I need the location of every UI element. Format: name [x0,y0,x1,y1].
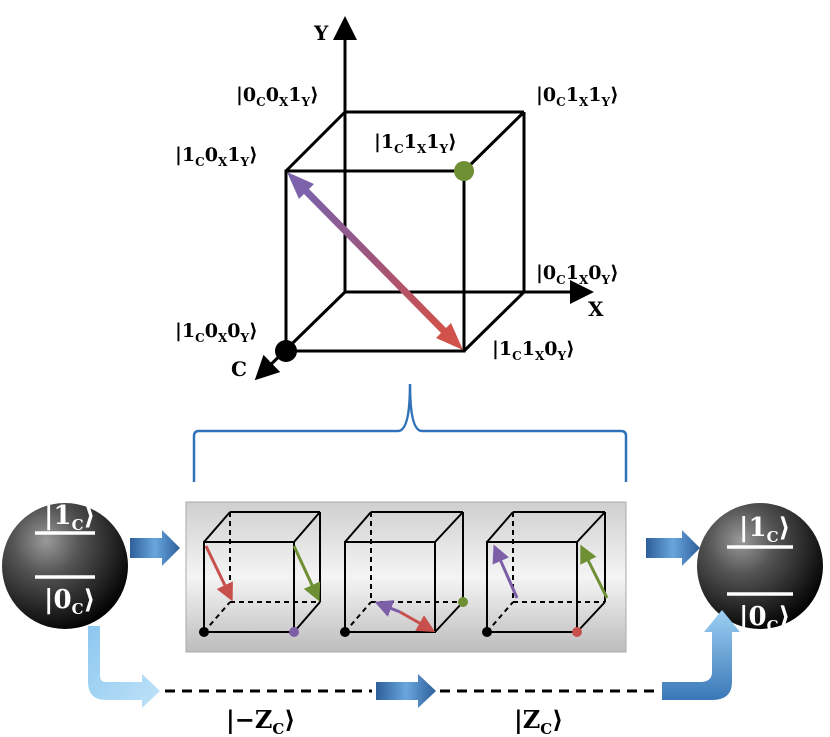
green-dot [454,161,474,181]
y-axis-label: Y [313,21,329,45]
right-qubit-sphere: |1C⟩ |0C⟩ [697,503,823,635]
arrowhead-purple [287,172,314,199]
mini-dot-green [458,597,468,607]
mini-cube-2 [344,511,464,633]
transition-double-arrow [303,188,447,334]
left-upper-ket: |1C⟩ [44,501,95,534]
mini-arrow-purple [374,600,401,617]
state-label-111: |1C1X1Y⟩ [374,131,457,156]
arrow-up-right [662,610,740,700]
mini-dot-red [572,627,582,637]
cube-edge [462,110,526,173]
mini-dot-black [340,627,350,637]
mini-dot-black [199,627,209,637]
left-qubit-sphere: |1C⟩ |0C⟩ [2,501,128,629]
mini-arrow-red [399,610,436,632]
c-axis [254,290,347,381]
c-axis-label: C [231,357,247,381]
mini-arrow-green [292,545,321,602]
mini-cube-3 [486,511,606,633]
x-axis-label: X [588,297,604,321]
black-dot [275,340,297,362]
state-label-100: |1C0X0Y⟩ [175,320,258,345]
cube-edge [284,110,347,173]
state-label-110: |1C1X0Y⟩ [492,338,575,363]
state-label-001: |0C0X1Y⟩ [236,84,319,109]
arrow-middle [376,674,436,708]
mini-dot-black [482,627,492,637]
state-label-011: |0C1X1Y⟩ [536,84,619,109]
arrow-into-panel [130,530,180,566]
left-lower-ket: |0C⟩ [44,585,95,618]
transition-sequence-panel [185,501,627,653]
main-cube: Y X C |0C0X1Y⟩ |0C1X1Y⟩ |1C1X1Y⟩ |1C0X1Y… [175,16,619,381]
mini-arrow-green [580,544,609,599]
arrow-out-of-panel [646,530,700,566]
cube-front-face [284,169,466,353]
right-upper-ket: |1C⟩ [739,513,790,546]
state-label-101: |1C0X1Y⟩ [175,144,258,169]
minus-z-ket: |−ZC⟩ [226,705,295,737]
plus-z-ket: |ZC⟩ [514,705,563,737]
mini-arrow-red [204,545,233,602]
cube-edge [462,290,526,353]
mini-dot-purple [289,627,299,637]
arrowhead-red [436,323,463,350]
curly-brace [192,383,628,482]
arrow-down-left [88,626,160,708]
mini-arrow-purple [492,544,519,599]
state-label-010: |0C1X0Y⟩ [536,262,619,287]
right-lower-ket: |0C⟩ [739,602,790,635]
